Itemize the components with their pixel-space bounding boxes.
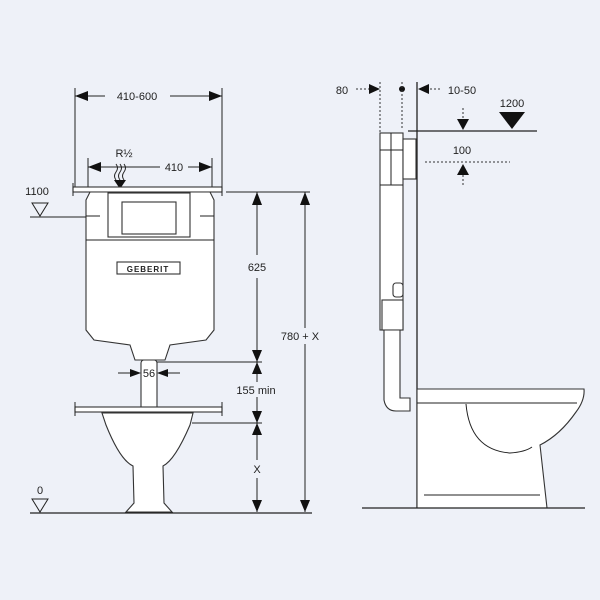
front-view: 410-600 410 R½ GEBERIT 1100 — [25, 88, 320, 514]
total-height-label: 780 + X — [281, 331, 320, 343]
fixing-width-label: 410 — [165, 162, 183, 174]
top-level-label: 1200 — [500, 98, 524, 110]
level-1100-marker: 1100 — [25, 186, 86, 218]
side-view: 80 10-50 1200 100 — [336, 82, 585, 509]
top-offset-label: 100 — [453, 145, 471, 157]
wall-offset-label: 10-50 — [448, 85, 476, 97]
height-dimensions: 625 155 min X 780 + X 56 — [118, 191, 320, 512]
water-connection-label: R½ — [115, 148, 132, 160]
fixing-width-dimension: 410 R½ — [87, 148, 213, 190]
toilet-side — [416, 388, 585, 509]
pan-height-label: X — [253, 464, 261, 476]
cistern-side — [379, 132, 417, 412]
geberit-logo — [116, 261, 181, 275]
actuator-height-label: 1100 — [25, 186, 49, 198]
floor-level-label: 0 — [37, 485, 43, 497]
water-inlet-icon — [114, 163, 126, 181]
cistern-height-label: 625 — [248, 262, 266, 274]
floor-level-marker: 0 — [30, 485, 312, 514]
logo-text: GEBERIT — [127, 265, 170, 274]
frame-depth-label: 80 — [336, 85, 348, 97]
width-range-label: 410-600 — [117, 91, 157, 103]
cistern-frame: GEBERIT — [72, 183, 223, 432]
toilet-front — [74, 402, 223, 513]
width-range-dimension: 410-600 — [74, 88, 223, 192]
min-gap-label: 155 min — [236, 385, 275, 397]
pipe-width-label: 56 — [143, 368, 155, 380]
